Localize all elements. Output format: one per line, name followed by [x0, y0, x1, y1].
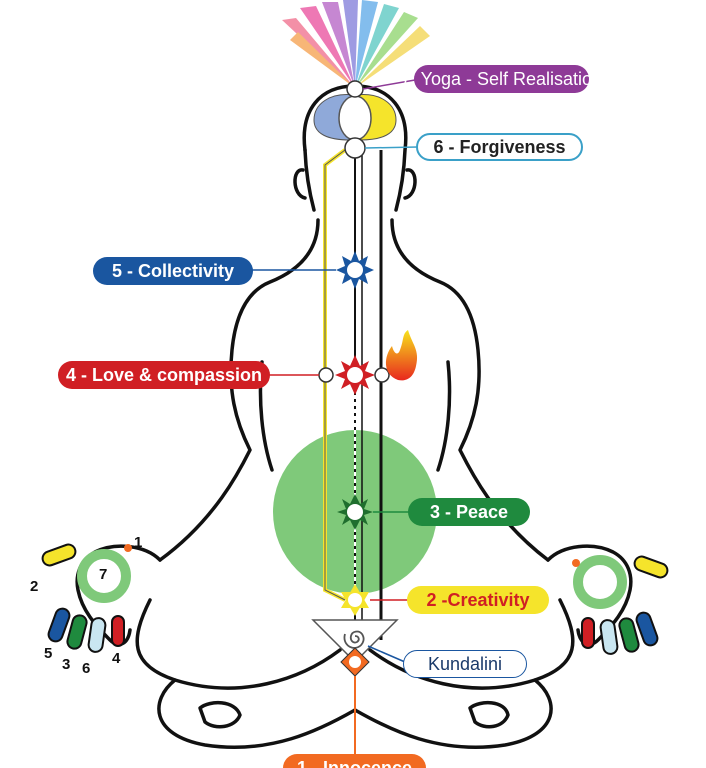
right-fingers — [581, 555, 669, 655]
chakra-6-node — [344, 137, 366, 159]
finger-number-5: 5 — [44, 645, 53, 662]
kundalini-label: Kundalini — [403, 650, 527, 678]
chakra-3-label: 3 - Peace — [408, 498, 530, 526]
right-palm-dot — [572, 559, 580, 567]
finger-number-3: 3 — [62, 656, 71, 673]
finger-number-4: 4 — [112, 650, 121, 667]
finger-number-2: 2 — [30, 578, 39, 595]
left-fingers — [41, 543, 125, 653]
flame-icon — [385, 330, 418, 381]
kundalini-triangle — [311, 619, 399, 664]
chakra-4-star — [335, 355, 375, 395]
brain-lobes — [313, 94, 397, 141]
chakra-7-node — [346, 80, 364, 98]
left-palm-circle — [77, 549, 131, 603]
finger-number-1: 1 — [134, 534, 143, 551]
chakra-2-hexagram — [341, 584, 369, 616]
spiral-icon — [343, 630, 365, 649]
finger-number-7: 7 — [99, 566, 108, 583]
chakra-5-label: 5 - Collectivity — [93, 257, 253, 285]
finger-number-6: 6 — [82, 660, 91, 677]
leader-lines — [250, 79, 419, 760]
chakra-4-label: 4 - Love & compassion — [58, 361, 270, 389]
chakra-5-star — [336, 251, 374, 289]
left-palm-dot — [124, 544, 132, 552]
crown-petals — [282, 0, 430, 88]
chakra-7-label: 7. Yoga - Self Realisation — [401, 65, 602, 93]
chakra-4-left-node — [318, 367, 334, 383]
chakra-4-right-node — [374, 367, 390, 383]
chakra-2-label: 2 -Creativity — [407, 586, 549, 614]
chakra-6-label: 6 - Forgiveness — [416, 133, 583, 161]
chakra-3-star — [337, 494, 373, 530]
chakra-1-label: 1 - Innocence — [283, 754, 426, 768]
right-palm-circle — [573, 555, 627, 609]
